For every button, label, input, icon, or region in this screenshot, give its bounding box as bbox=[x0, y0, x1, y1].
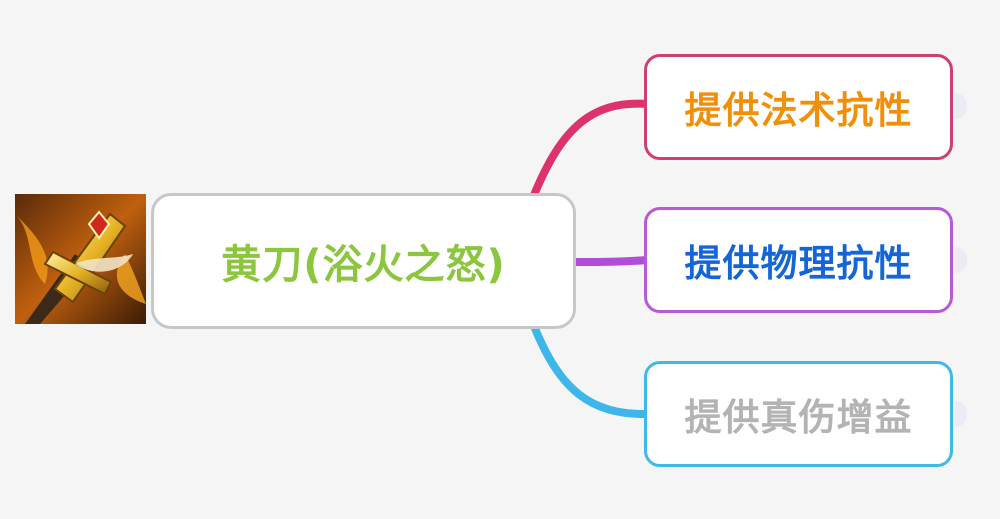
branch-node-3-label: 提供真伤增益 bbox=[684, 396, 913, 439]
branch-node-2-collapse-tab[interactable] bbox=[955, 247, 967, 273]
connector-line-1 bbox=[528, 99, 652, 204]
connector-line-3 bbox=[530, 322, 652, 419]
center-node-label: 黄刀(浴火之怒) bbox=[221, 242, 506, 288]
center-node: 黄刀(浴火之怒) bbox=[151, 193, 576, 329]
branch-node-2: 提供物理抗性 bbox=[644, 207, 953, 313]
branch-node-1-label: 提供法术抗性 bbox=[684, 89, 913, 132]
connector-line-2 bbox=[572, 256, 652, 266]
branch-node-2-label: 提供物理抗性 bbox=[684, 242, 913, 285]
branch-node-3-collapse-tab[interactable] bbox=[955, 401, 967, 427]
branch-node-1-collapse-tab[interactable] bbox=[955, 93, 967, 119]
golden-sword-icon bbox=[15, 194, 146, 324]
branch-node-1: 提供法术抗性 bbox=[644, 54, 953, 160]
branch-node-3: 提供真伤增益 bbox=[644, 361, 953, 467]
